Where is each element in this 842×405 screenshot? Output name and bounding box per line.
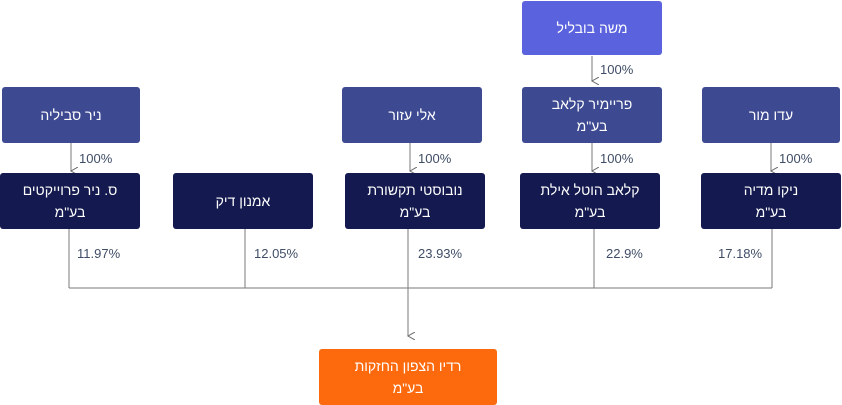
target-company-box: רדיו הצפון החזקות בע"מ	[319, 349, 497, 405]
company-pct: 12.05%	[254, 246, 299, 261]
target-line1: רדיו הצפון החזקות	[354, 358, 462, 374]
owner-ido-pct: 100%	[779, 151, 813, 166]
company-box: ניקו מדיה בע"מ	[701, 173, 841, 229]
holding-pct: 100%	[600, 151, 634, 166]
company-pct: 22.9%	[606, 246, 643, 261]
company-line1: נובוסטי תקשורת	[367, 182, 463, 198]
company-line2: בע"מ	[54, 204, 86, 220]
company-box: נובוסטי תקשורת בע"מ	[345, 173, 485, 229]
company-line1: ניקו מדיה	[743, 182, 799, 198]
company-line1: ס. ניר פרוייקטים	[22, 182, 118, 198]
holding-line2: בע"מ	[576, 118, 608, 134]
company-box: ס. ניר פרוייקטים בע"מ	[0, 173, 140, 229]
owner-ido-name: עדו מור	[748, 107, 794, 123]
owner-eli-box: אלי עזור	[342, 87, 482, 143]
top-owner-box: משה בובליל	[522, 1, 662, 55]
company-pct: 17.18%	[718, 246, 763, 261]
target-line2: בע"מ	[392, 380, 424, 396]
company-line1: קלאב הוטל אילת	[540, 182, 640, 198]
company-line1: אמנון דיק	[215, 193, 271, 209]
top-owner-pct: 100%	[600, 62, 634, 77]
owner-nir-box: ניר סביליה	[2, 87, 140, 143]
owner-eli-name: אלי עזור	[388, 107, 436, 123]
company-box: קלאב הוטל אילת בע"מ	[520, 173, 660, 229]
company-line2: בע"מ	[574, 204, 606, 220]
company-line2: בע"מ	[399, 204, 431, 220]
owner-eli-pct: 100%	[418, 151, 452, 166]
holding-box: פריימיר קלאב בע"מ	[522, 87, 662, 143]
owner-nir-name: ניר סביליה	[40, 107, 102, 123]
company-pct: 11.97%	[77, 246, 121, 261]
company-box: אמנון דיק	[173, 173, 313, 229]
top-owner-name: משה בובליל	[556, 20, 628, 36]
company-pct: 23.93%	[418, 246, 463, 261]
company-line2: בע"מ	[755, 204, 787, 220]
holding-line1: פריימיר קלאב	[551, 96, 633, 112]
owner-ido-box: עדו מור	[702, 87, 840, 143]
owner-nir-pct: 100%	[79, 151, 113, 166]
